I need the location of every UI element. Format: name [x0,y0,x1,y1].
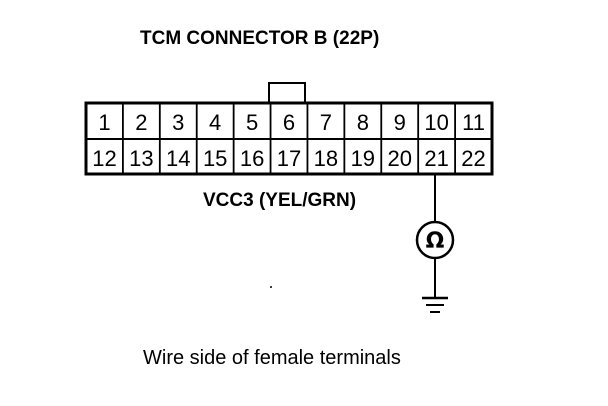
pin-10: 10 [424,110,448,135]
pin-18: 18 [314,146,338,171]
scan-speck [270,286,272,288]
diagram-caption: Wire side of female terminals [143,347,401,369]
pin-5: 5 [246,110,258,135]
pin-7: 7 [320,110,332,135]
pin-17: 17 [277,146,301,171]
ohm-symbol: Ω [426,229,445,254]
pin-4: 4 [209,110,221,135]
pin-1: 1 [98,110,110,135]
pin-14: 14 [166,146,190,171]
pin-15: 15 [203,146,227,171]
pin-2: 2 [135,110,147,135]
ground-icon [422,296,448,313]
pin-8: 8 [357,110,369,135]
connector-cells [86,103,492,174]
pin-6: 6 [283,110,295,135]
connector-title: TCM CONNECTOR B (22P) [140,28,380,49]
pin-9: 9 [394,110,406,135]
pin-21: 21 [424,146,448,171]
signal-label: VCC3 (YEL/GRN) [203,190,357,211]
pin-22: 22 [461,146,485,171]
pin-13: 13 [129,146,153,171]
pin-11: 11 [462,110,485,135]
pin-16: 16 [240,146,264,171]
ohmmeter-icon: Ω [415,220,455,260]
pin-19: 19 [351,146,375,171]
connector-lock-tab [268,82,306,104]
pin-3: 3 [172,110,184,135]
pin-20: 20 [387,146,411,171]
pin-12: 12 [92,146,116,171]
